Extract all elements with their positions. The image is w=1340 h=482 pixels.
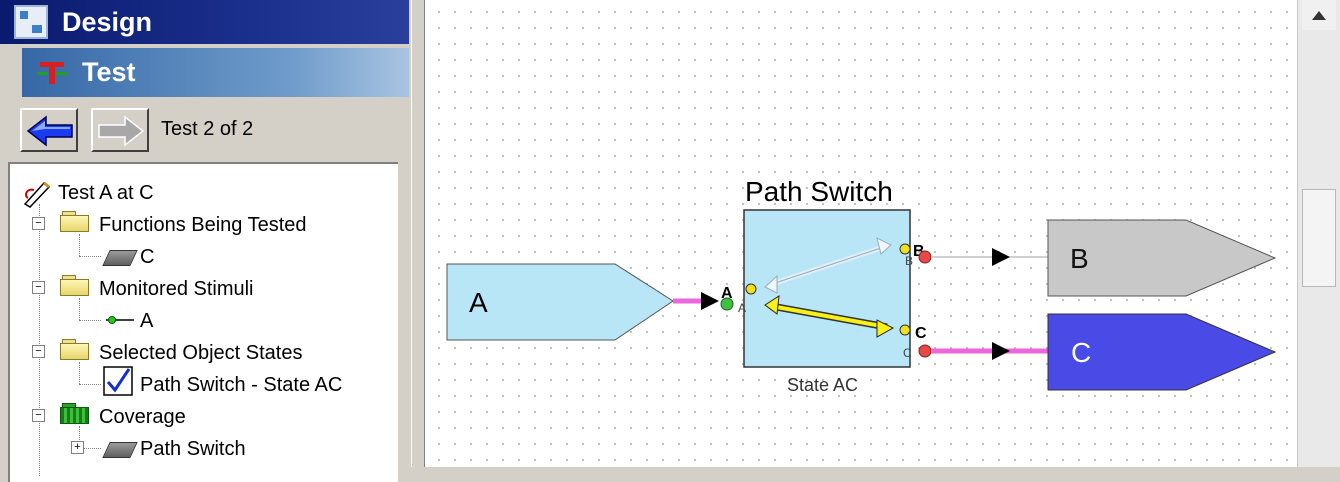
path-a-b-arrow-start: [764, 274, 778, 294]
collapse-states-toggle[interactable]: −: [32, 345, 45, 358]
tree-coverage-item[interactable]: Path Switch: [140, 438, 246, 460]
output-b-label: B: [1070, 243, 1089, 274]
checkbox-checked-icon[interactable]: [103, 366, 133, 396]
tree-functions-folder[interactable]: Functions Being Tested: [99, 214, 307, 236]
test-counter: Test 2 of 2: [161, 118, 254, 140]
output-c-label: C: [1071, 337, 1091, 368]
port-c-label: C: [915, 325, 927, 342]
port-a-small-label: A: [738, 301, 746, 315]
tree-root-label[interactable]: Test A at C: [58, 182, 154, 204]
design-icon: [14, 5, 48, 39]
folder-icon: [60, 339, 89, 360]
port-b-dot: [918, 250, 932, 264]
chevron-up-icon: [1312, 11, 1326, 20]
wire-b-arrow: [992, 248, 1010, 266]
folder-icon: [60, 275, 89, 296]
next-test-button[interactable]: [91, 108, 149, 152]
chip-icon: [102, 442, 138, 458]
arrow-right-icon: [98, 115, 145, 147]
diagram-canvas[interactable]: A Path Switch State AC A A B B C C: [425, 0, 1297, 467]
folder-icon: [60, 211, 89, 232]
tree-states-folder[interactable]: Selected Object States: [99, 342, 303, 364]
input-a-label: A: [469, 287, 488, 318]
path-a-c-active: [770, 304, 888, 329]
input-a-shape[interactable]: [446, 263, 674, 341]
coverage-folder-icon: [60, 403, 89, 424]
design-label: Design: [62, 6, 153, 37]
test-section-header[interactable]: Test: [22, 48, 409, 97]
port-b-indicator: [899, 243, 911, 255]
scroll-thumb[interactable]: [1302, 189, 1336, 287]
port-c-dot: [918, 344, 932, 358]
port-c-small-label: C: [903, 346, 912, 360]
output-b-shape[interactable]: [1047, 219, 1277, 297]
wire-c-arrow: [992, 342, 1010, 360]
wire-a-arrow: [701, 292, 719, 310]
previous-test-button[interactable]: [20, 108, 78, 152]
port-c-indicator: [899, 324, 911, 336]
test-navigation: Test 2 of 2: [20, 108, 410, 154]
scroll-up-button[interactable]: [1302, 0, 1336, 30]
expand-coverage-item-toggle[interactable]: +: [71, 441, 84, 454]
path-a-c-arrow-end: [876, 319, 895, 338]
output-c-shape[interactable]: [1047, 313, 1277, 391]
port-a-label: A: [721, 285, 733, 302]
switch-state-label: State AC: [787, 375, 858, 395]
arrow-left-icon: [26, 115, 73, 147]
path-a-b-outline: [768, 245, 888, 286]
test-tree: Test A at C − Functions Being Tested C −…: [8, 162, 398, 482]
test-label: Test: [82, 57, 136, 87]
collapse-stimuli-toggle[interactable]: −: [32, 281, 45, 294]
test-pen-icon: [23, 181, 51, 208]
tree-function-item[interactable]: C: [140, 246, 155, 268]
switch-title: Path Switch: [745, 176, 893, 207]
tree-stimuli-folder[interactable]: Monitored Stimuli: [99, 278, 254, 300]
design-section-header[interactable]: Design: [0, 0, 409, 44]
chip-icon: [102, 250, 138, 266]
diagram-svg: A Path Switch State AC A A B B C C: [446, 176, 1277, 395]
vertical-scrollbar[interactable]: [1297, 0, 1340, 467]
tree-state-item[interactable]: Path Switch - State AC: [140, 374, 343, 396]
path-a-c-arrow-start: [764, 295, 780, 315]
port-b-label: B: [913, 243, 925, 260]
port-a-indicator: [745, 283, 757, 295]
collapse-coverage-toggle[interactable]: −: [32, 409, 45, 422]
panel-splitter[interactable]: [411, 0, 425, 467]
port-a-dot: [720, 297, 734, 311]
path-a-b-arrow-end: [876, 237, 892, 255]
collapse-functions-toggle[interactable]: −: [32, 217, 45, 230]
tree-coverage-folder[interactable]: Coverage: [99, 406, 186, 428]
tree-stimulus-item[interactable]: A: [140, 310, 154, 332]
signal-icon: [106, 316, 134, 324]
port-b-small-label: B: [905, 254, 913, 268]
test-icon: [38, 60, 68, 86]
left-panel: Design Test Test 2 of 2: [0, 0, 411, 482]
